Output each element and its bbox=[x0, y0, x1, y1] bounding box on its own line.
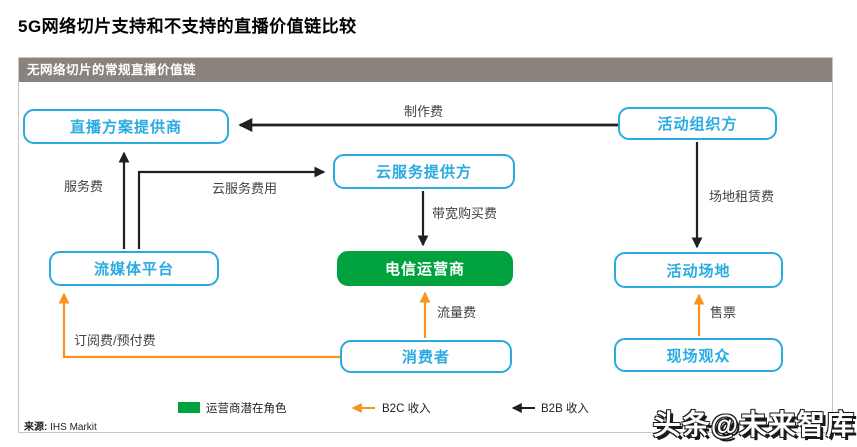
node-streaming-platform: 流媒体平台 bbox=[49, 251, 219, 286]
node-live-solution-provider: 直播方案提供商 bbox=[23, 109, 229, 144]
legend-b2b-label: B2B 收入 bbox=[541, 403, 589, 415]
edge-label-cloud-service-fee: 云服务费用 bbox=[212, 181, 278, 196]
page-title: 5G网络切片支持和不支持的直播价值链比较 bbox=[18, 17, 357, 36]
edge-label-bandwidth-purchase-fee: 带宽购买费 bbox=[432, 206, 498, 221]
edge-label-production-fee: 制作费 bbox=[404, 104, 444, 119]
node-event-venue: 活动场地 bbox=[614, 252, 783, 288]
edge-label-service-fee: 服务费 bbox=[64, 179, 104, 194]
legend-b2c-label: B2C 收入 bbox=[382, 403, 431, 415]
node-event-organizer: 活动组织方 bbox=[618, 107, 777, 140]
node-consumer: 消费者 bbox=[340, 340, 512, 373]
legend-operator-role-label: 运营商潜在角色 bbox=[206, 403, 287, 415]
source-line: 来源: IHS Markit bbox=[24, 418, 97, 433]
node-telecom-operator: 电信运营商 bbox=[337, 251, 513, 286]
panel-header: 无网络切片的常规直播价值链 bbox=[19, 58, 832, 82]
edge-label-ticket-sales: 售票 bbox=[710, 305, 737, 320]
edge-label-data-traffic-fee: 流量费 bbox=[437, 305, 477, 320]
source-value: IHS Markit bbox=[50, 422, 97, 433]
legend-operator-role-swatch-icon bbox=[178, 402, 200, 413]
node-cloud-service-provider: 云服务提供方 bbox=[333, 154, 515, 189]
source-label: 来源: bbox=[24, 422, 48, 433]
node-onsite-audience: 现场观众 bbox=[614, 338, 783, 372]
edge-label-subscription-prepaid-fee: 订阅费/预付费 bbox=[74, 333, 156, 348]
watermark: 头条@未来智库 bbox=[652, 409, 855, 440]
edge-label-venue-rental-fee: 场地租赁费 bbox=[709, 189, 775, 204]
